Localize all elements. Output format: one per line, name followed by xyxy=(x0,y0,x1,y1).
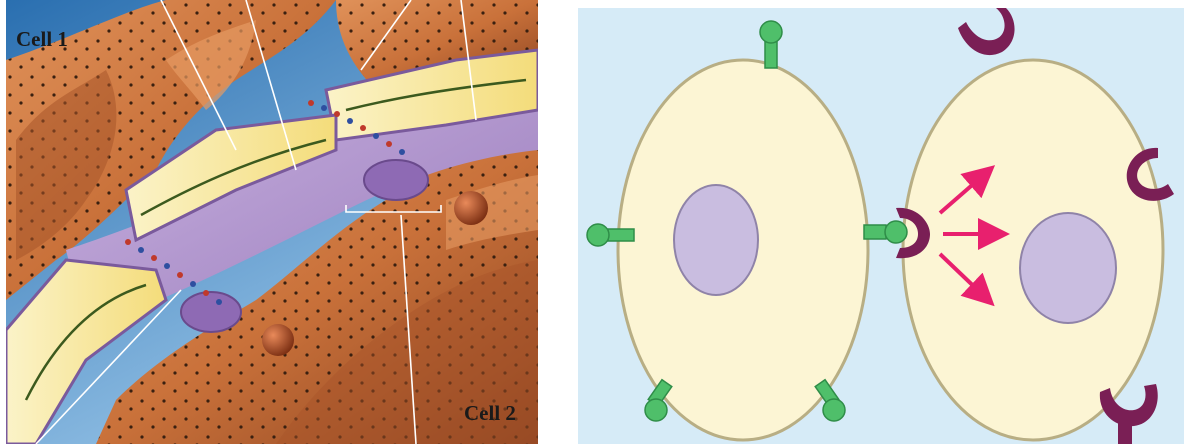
membrane-ligand-contact xyxy=(864,221,907,243)
pore-ring-lower xyxy=(181,292,241,332)
cell-signaling-svg xyxy=(578,8,1184,444)
cell-junction-illustration: Cell 1 Cell 2 xyxy=(6,0,538,444)
cell-junction-svg: Cell 1 Cell 2 xyxy=(6,0,538,444)
vesicle-sphere-lower xyxy=(262,324,294,356)
receptor-bottom-stem xyxy=(1118,418,1132,444)
target-cell-nucleus xyxy=(1020,213,1116,323)
cell-signaling-diagram xyxy=(578,8,1184,444)
pore-ring-upper xyxy=(364,160,428,200)
cell-2-label: Cell 2 xyxy=(464,401,516,425)
cell-1-label: Cell 1 xyxy=(16,27,68,51)
signaling-cell-nucleus xyxy=(674,185,758,295)
vesicle-sphere-right xyxy=(454,191,488,225)
